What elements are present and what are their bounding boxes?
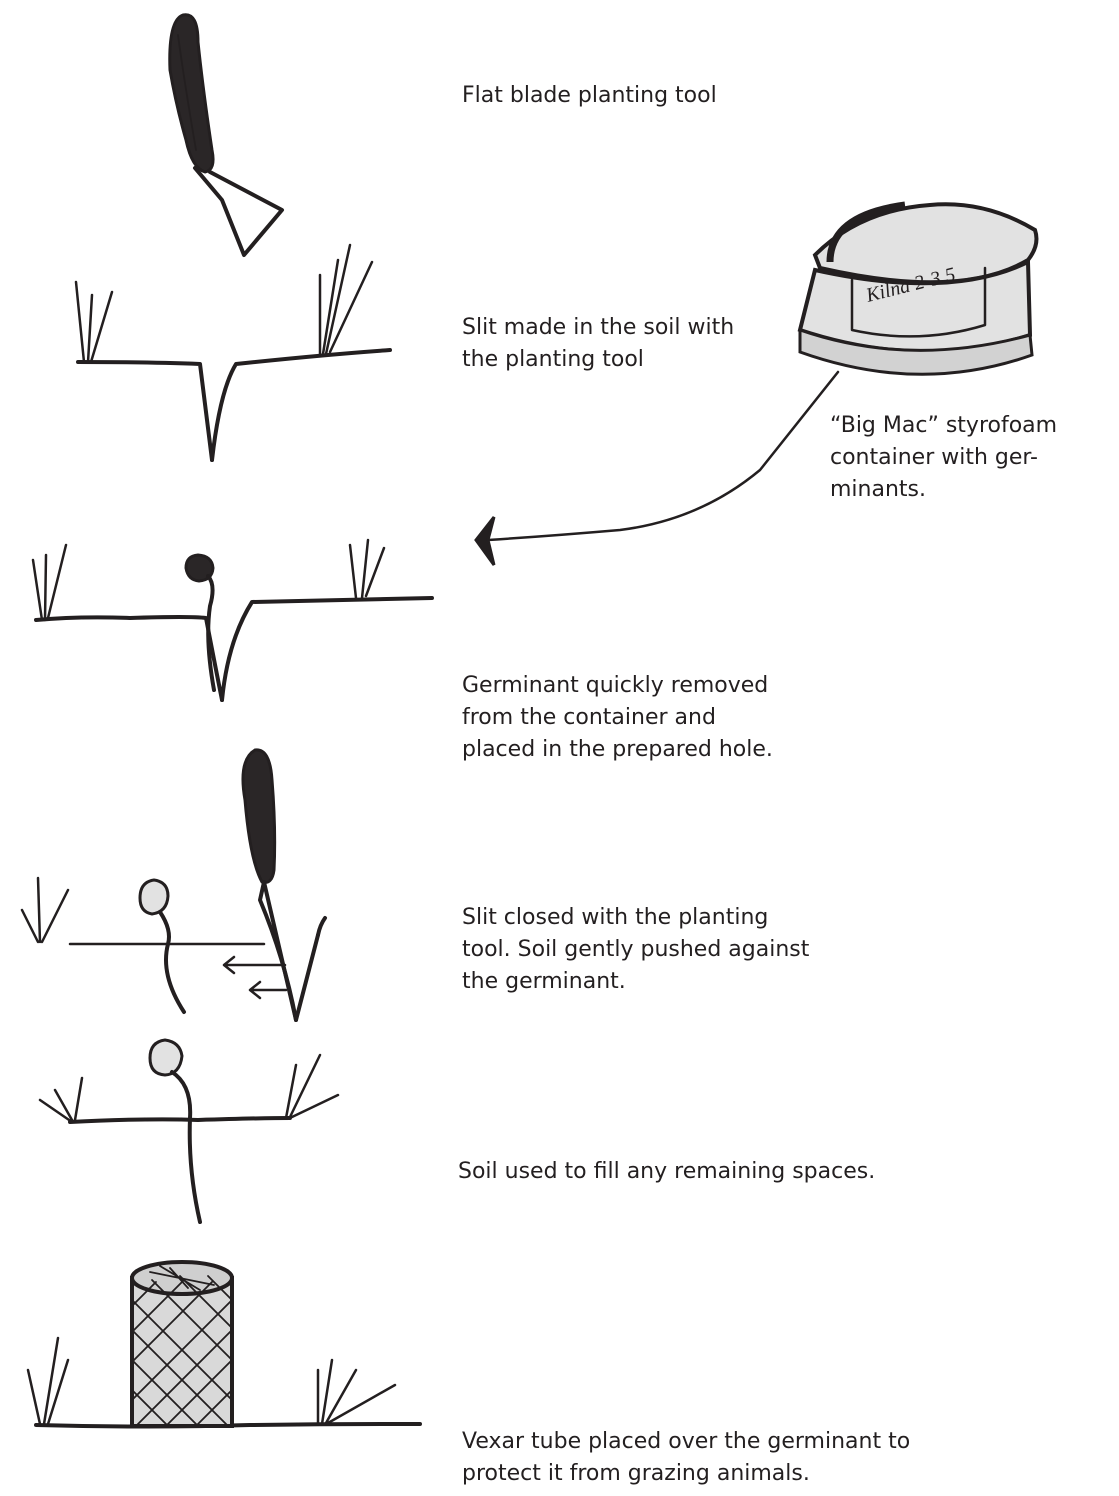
caption-line: from the container and bbox=[462, 702, 773, 734]
arrow-container-to-hole bbox=[476, 372, 838, 565]
caption-germinant: Germinant quickly removed from the conta… bbox=[462, 670, 773, 766]
caption-line: Flat blade planting tool bbox=[462, 80, 717, 112]
caption-line: Soil used to fill any remaining spaces. bbox=[458, 1156, 875, 1188]
caption-container: “Big Mac” styrofoam container with ger- … bbox=[830, 410, 1057, 506]
tool-handle bbox=[170, 15, 213, 172]
caption-line: minants. bbox=[830, 474, 1057, 506]
caption-line: the germinant. bbox=[462, 966, 809, 998]
caption-slit-closed: Slit closed with the planting tool. Soil… bbox=[462, 902, 809, 998]
vexar-tube-illustration bbox=[28, 1262, 420, 1427]
caption-planting-tool: Flat blade planting tool bbox=[462, 80, 717, 112]
caption-line: the planting tool bbox=[462, 344, 734, 376]
caption-vexar-tube: Vexar tube placed over the germinant to … bbox=[462, 1426, 910, 1490]
planting-tool-illustration bbox=[170, 15, 282, 255]
caption-line: placed in the prepared hole. bbox=[462, 734, 773, 766]
tool-blade bbox=[195, 168, 282, 255]
caption-line: Vexar tube placed over the germinant to bbox=[462, 1426, 910, 1458]
caption-soil-fill: Soil used to fill any remaining spaces. bbox=[458, 1156, 875, 1188]
caption-line: Slit made in the soil with bbox=[462, 312, 734, 344]
slit-illustration bbox=[76, 245, 390, 460]
caption-line: Germinant quickly removed bbox=[462, 670, 773, 702]
slit-closed-illustration bbox=[22, 750, 325, 1020]
germinant-in-hole-illustration bbox=[33, 540, 432, 700]
caption-line: protect it from grazing animals. bbox=[462, 1458, 910, 1490]
caption-line: container with ger- bbox=[830, 442, 1057, 474]
styrofoam-container: Kilna 2-3.5 bbox=[800, 204, 1036, 374]
caption-slit: Slit made in the soil with the planting … bbox=[462, 312, 734, 376]
caption-line: Slit closed with the planting bbox=[462, 902, 809, 934]
caption-line: tool. Soil gently pushed against bbox=[462, 934, 809, 966]
caption-line: “Big Mac” styrofoam bbox=[830, 410, 1057, 442]
soil-filled-illustration bbox=[40, 1040, 338, 1222]
